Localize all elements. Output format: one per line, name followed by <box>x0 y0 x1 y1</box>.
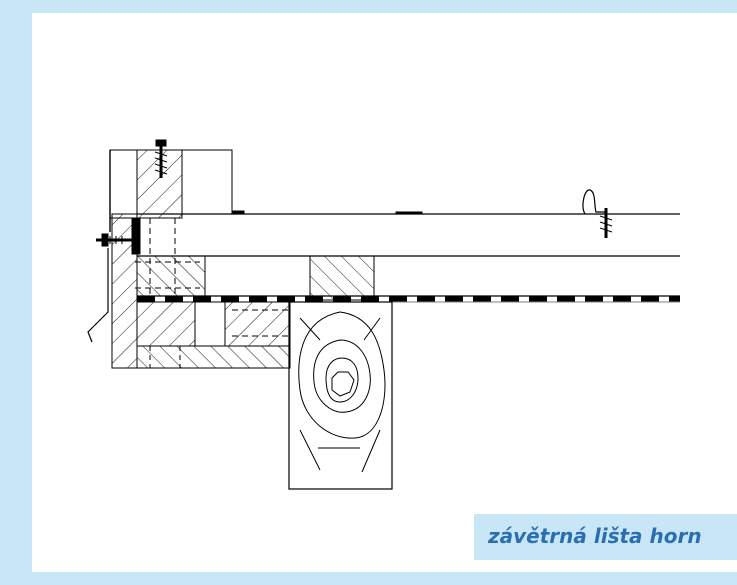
rafter-end-grain <box>288 301 393 490</box>
spacer-block <box>309 255 375 301</box>
clip-icon <box>582 189 613 238</box>
caption-label: závětrná lišta horn <box>488 524 702 548</box>
batten-upper <box>181 149 233 215</box>
caption-box <box>474 514 737 560</box>
screw-icon <box>154 139 168 178</box>
bolt-icon <box>96 233 134 247</box>
flashing <box>87 248 109 343</box>
